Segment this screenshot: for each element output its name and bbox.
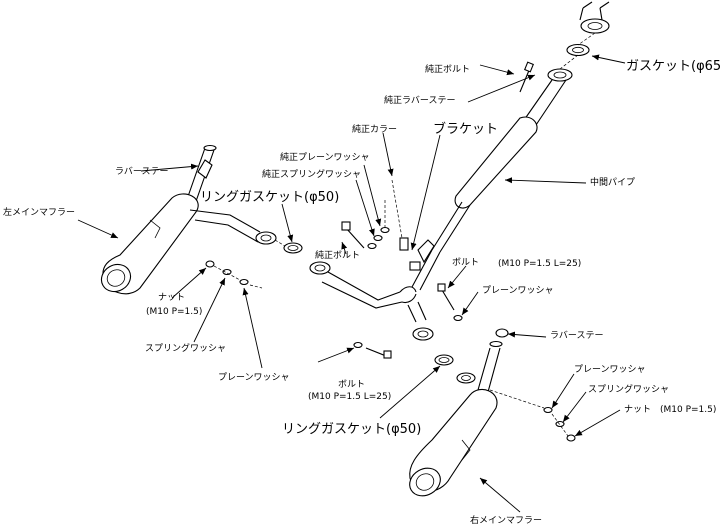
arrow-junsei-spring — [355, 179, 375, 237]
left-rubber-stay-part — [197, 159, 213, 179]
washer-stack-upper — [367, 226, 390, 250]
bolt-bottom-part — [353, 341, 392, 359]
arrow-spring-rr — [562, 391, 587, 423]
arrow-plain-right — [461, 291, 479, 316]
naka-pipe-part — [411, 79, 567, 291]
arrow-rubber-right — [507, 331, 547, 338]
label-plain-washer-rr: プレーンワッシャ — [574, 364, 646, 375]
label-rubber-stay-left: ラバーステー — [115, 166, 168, 177]
right-muffler-part — [409, 340, 503, 497]
arrow-bolt-right — [447, 265, 467, 289]
label-nut-left-spec: (M10 P=1.5) — [146, 307, 202, 317]
arrow-gasket-65 — [591, 54, 626, 64]
label-bolt-bottom: ボルト — [338, 379, 365, 390]
label-junsei-spring-washer: 純正スプリングワッシャ — [262, 168, 361, 180]
right-nut-stack — [489, 389, 576, 442]
right-rubber-stay-part — [495, 328, 509, 338]
label-nut-rr: ナット — [624, 404, 651, 415]
arrow-naka-pipe — [504, 177, 587, 184]
arrow-rubber-left — [140, 163, 199, 172]
arrow-nut-rr — [574, 409, 621, 437]
label-ring-gasket-top: リングガスケット(φ50) — [200, 190, 339, 205]
arrow-right-muffler — [479, 477, 521, 513]
label-bolt-bottom-spec: (M10 P=1.5 L=25) — [308, 392, 391, 402]
arrow-collar — [382, 132, 394, 177]
left-muffler-part — [100, 144, 277, 295]
label-bolt-right: ボルト — [452, 257, 479, 268]
arrow-bracket — [410, 134, 441, 251]
label-junsei-rubber-stay: 純正ラバーステー — [384, 94, 455, 106]
arrow-junsei-bolt-top — [479, 64, 515, 76]
arrow-rubber-stay-top — [467, 74, 536, 103]
left-nut-stack — [205, 260, 263, 289]
ring-gasket-bottom-part — [434, 354, 454, 366]
label-left-main-muffler: 左メインマフラー — [3, 206, 75, 218]
label-nut-rr-spec: (M10 P=1.5) — [660, 405, 716, 415]
arrow-left-muffler — [77, 219, 119, 239]
gasket-65-part — [566, 43, 590, 57]
bolt-right-part — [437, 283, 463, 322]
arrow-plain-left — [242, 287, 263, 369]
label-junsei-collar: 純正カラー — [352, 123, 397, 135]
label-plain-washer-left: プレーンワッシャ — [218, 372, 290, 383]
label-junsei-plain-washer: 純正プレーンワッシャ — [280, 151, 370, 163]
arrow-nut-left — [171, 267, 207, 299]
label-junsei-bolt-top: 純正ボルト — [425, 63, 470, 75]
arrow-junsei-bolt-mid — [341, 241, 348, 255]
arrow-ring-bottom — [379, 365, 441, 419]
arrow-plain-rr — [551, 373, 575, 409]
arrow-bolt-bottom — [317, 347, 355, 363]
label-gasket-65: ガスケット(φ65) — [626, 59, 720, 74]
label-rubber-stay-right: ラバーステー — [550, 330, 603, 341]
y-pipe-part — [309, 261, 434, 341]
front-pipe-top — [579, 1, 610, 34]
naka-pipe-flange — [547, 68, 573, 82]
label-right-main-muffler: 右メインマフラー — [470, 514, 542, 526]
arrow-spring-left — [193, 277, 226, 343]
junsei-collar-part — [399, 237, 409, 251]
label-naka-pipe: 中間パイプ — [590, 176, 635, 188]
label-spring-washer-rr: スプリングワッシャ — [588, 383, 669, 395]
label-spring-washer-left: スプリングワッシャ — [145, 342, 226, 354]
junsei-bolt-mid-part — [341, 221, 365, 249]
label-ring-gasket-bottom: リングガスケット(φ50) — [282, 422, 421, 437]
arrow-ring-top — [281, 203, 294, 243]
label-bracket: ブラケット — [433, 121, 498, 137]
label-plain-washer-right: プレーンワッシャ — [482, 285, 554, 296]
bracket-part — [409, 239, 435, 271]
arrow-junsei-plain — [363, 164, 382, 227]
label-junsei-bolt-mid: 純正ボルト — [315, 249, 360, 261]
label-bolt-right-spec: (M10 P=1.5 L=25) — [498, 259, 581, 269]
ring-gasket-top-part — [283, 242, 303, 254]
junsei-bolt-top-part — [519, 61, 534, 93]
label-nut-left: ナット — [158, 292, 185, 303]
